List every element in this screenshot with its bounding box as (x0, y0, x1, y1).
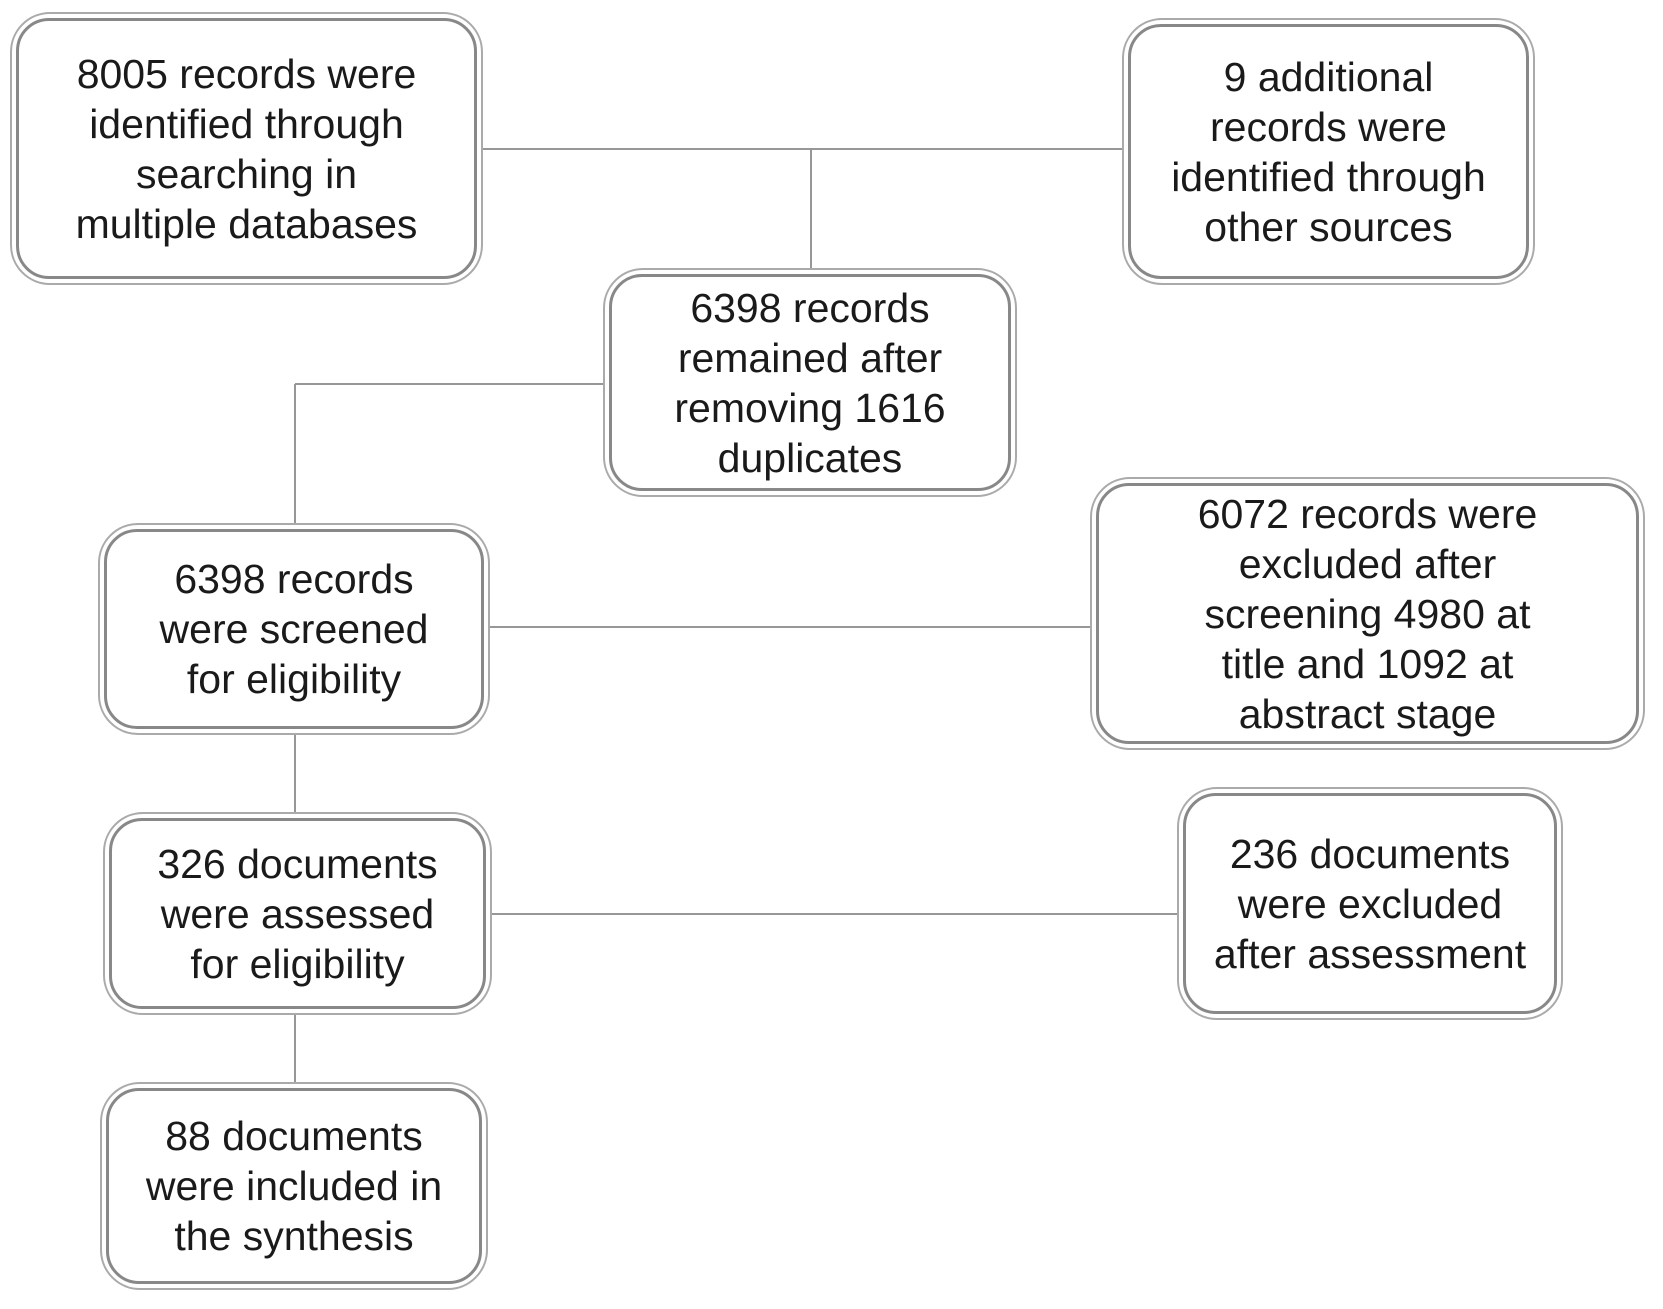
node-excluded-assessment: 236 documents were excluded after assess… (1177, 787, 1563, 1020)
node-documents-included-text: 88 documents were included in the synthe… (145, 1113, 443, 1259)
node-excluded-screening: 6072 records were excluded after screeni… (1090, 477, 1645, 750)
node-additional-records-text: 9 additional records were identified thr… (1171, 53, 1486, 250)
node-records-identified: 8005 records were identified through sea… (10, 12, 483, 285)
node-deduplicated-records: 6398 records remained after removing 161… (603, 268, 1017, 497)
connector-junction-to-deduplicated (810, 150, 812, 270)
node-documents-included: 88 documents were included in the synthe… (100, 1082, 488, 1290)
node-records-screened-text: 6398 records were screened for eligibili… (159, 556, 429, 702)
node-records-screened: 6398 records were screened for eligibili… (98, 523, 490, 735)
connector-identified-to-additional (483, 148, 1122, 150)
connector-screened-to-excluded-screening (490, 626, 1092, 628)
node-excluded-assessment-frame: 236 documents were excluded after assess… (1183, 793, 1557, 1014)
connector-deduplicated-elbow-horizontal (295, 383, 605, 385)
connector-assessed-to-excluded-assessment (492, 913, 1179, 915)
connector-assessed-to-included (294, 1014, 296, 1083)
node-deduplicated-records-frame: 6398 records remained after removing 161… (609, 274, 1011, 491)
node-documents-assessed: 326 documents were assessed for eligibil… (103, 812, 492, 1015)
node-additional-records: 9 additional records were identified thr… (1122, 18, 1535, 285)
node-records-screened-frame: 6398 records were screened for eligibili… (104, 529, 484, 729)
node-excluded-screening-frame: 6072 records were excluded after screeni… (1096, 483, 1639, 744)
node-documents-assessed-frame: 326 documents were assessed for eligibil… (109, 818, 486, 1009)
node-records-identified-frame: 8005 records were identified through sea… (16, 18, 477, 279)
node-records-identified-text: 8005 records were identified through sea… (75, 50, 418, 247)
node-documents-included-frame: 88 documents were included in the synthe… (106, 1088, 482, 1284)
node-documents-assessed-text: 326 documents were assessed for eligibil… (157, 840, 438, 987)
node-additional-records-frame: 9 additional records were identified thr… (1128, 24, 1529, 279)
node-excluded-assessment-text: 236 documents were excluded after assess… (1213, 830, 1527, 977)
node-deduplicated-records-text: 6398 records remained after removing 161… (674, 284, 946, 481)
connector-screened-to-assessed (294, 734, 296, 813)
node-excluded-screening-text: 6072 records were excluded after screeni… (1197, 490, 1538, 737)
connector-deduplicated-to-screened (294, 384, 296, 524)
